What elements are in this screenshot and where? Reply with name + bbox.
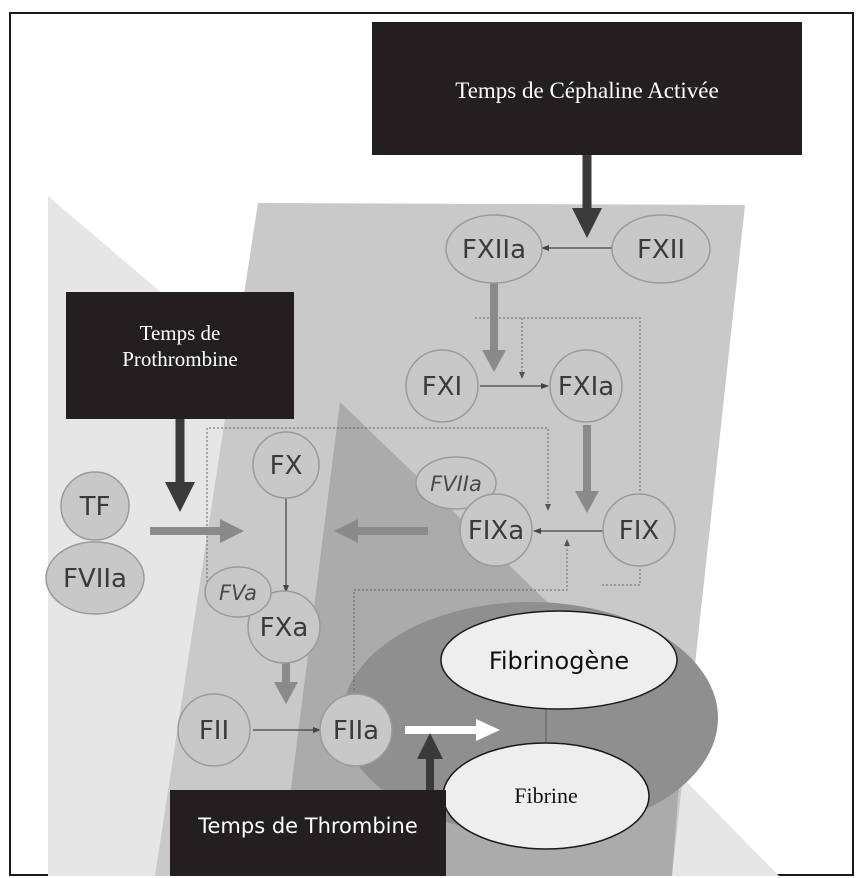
node-fxia-label: FXIa [558,372,614,402]
node-tf: TF [60,471,130,541]
arrow-fxa-to-fii-head [274,682,298,704]
node-fibrinogen: Fibrinogène [440,610,678,710]
aptt-arrow-head [572,208,602,238]
node-fviia-label: FVIIa [63,564,127,594]
node-fxi: FXI [405,349,479,423]
arrow-fiia-to-fibrin-head [476,719,500,741]
node-fva: FVa [204,566,272,618]
node-fviia: FVIIa [45,541,145,615]
feedback-dotted-to-fxi [475,317,641,586]
node-fxiia-label: FXIIa [462,235,526,265]
pt-label-line2: Prothrombine [122,347,238,371]
node-tf-label: TF [79,492,111,522]
aptt-box [372,22,802,155]
pt-box [66,292,294,419]
node-fx-label: FX [270,451,303,481]
node-fxii: FXII [611,214,711,284]
node-fiia-label: FIIa [333,716,379,746]
node-fibrinogen-label: Fibrinogène [489,647,629,675]
pt-label-line1: Temps de [140,321,221,345]
node-fxa-label: FXa [260,613,309,643]
node-fix: FIX [602,493,676,567]
node-fibrin-label: Fibrine [514,783,578,808]
tt-arrow-head [417,733,443,759]
node-fxi-label: FXI [422,372,462,402]
node-fixa-label: FIXa [468,516,524,546]
node-fx: FX [252,431,320,499]
arrow-fxiia-activates-fxi-head [482,350,506,372]
node-fxiia: FXIIa [445,214,543,284]
node-fibrin: Fibrine [442,742,650,850]
feedback-dotted-from-fiia [353,539,570,690]
node-fxa: FXa [247,590,321,664]
pt-arrow-head [165,482,195,512]
node-fviia-cofactor: FVIIa [415,456,497,510]
node-fii-label: FII [199,716,229,746]
node-fixa: FIXa [459,493,533,567]
node-fxia: FXIa [549,349,623,423]
feedback-dotted-to-fixa [206,427,551,598]
arrow-fxia-activates-fix-head [575,491,599,513]
tt-box [170,790,446,876]
node-fii: FII [177,693,251,767]
node-fva-label: FVa [219,581,257,605]
node-fxii-label: FXII [637,235,685,265]
node-fiia: FIIa [319,693,393,767]
arrow-fixa-to-fx-head [334,519,358,543]
tt-label: Temps de Thrombine [197,814,418,838]
node-fix-label: FIX [619,516,659,546]
aptt-label: Temps de Céphaline Activée [455,78,718,103]
node-fviia-cofactor-label: FVIIa [430,472,482,496]
arrow-tf-to-fx-head [220,519,244,543]
